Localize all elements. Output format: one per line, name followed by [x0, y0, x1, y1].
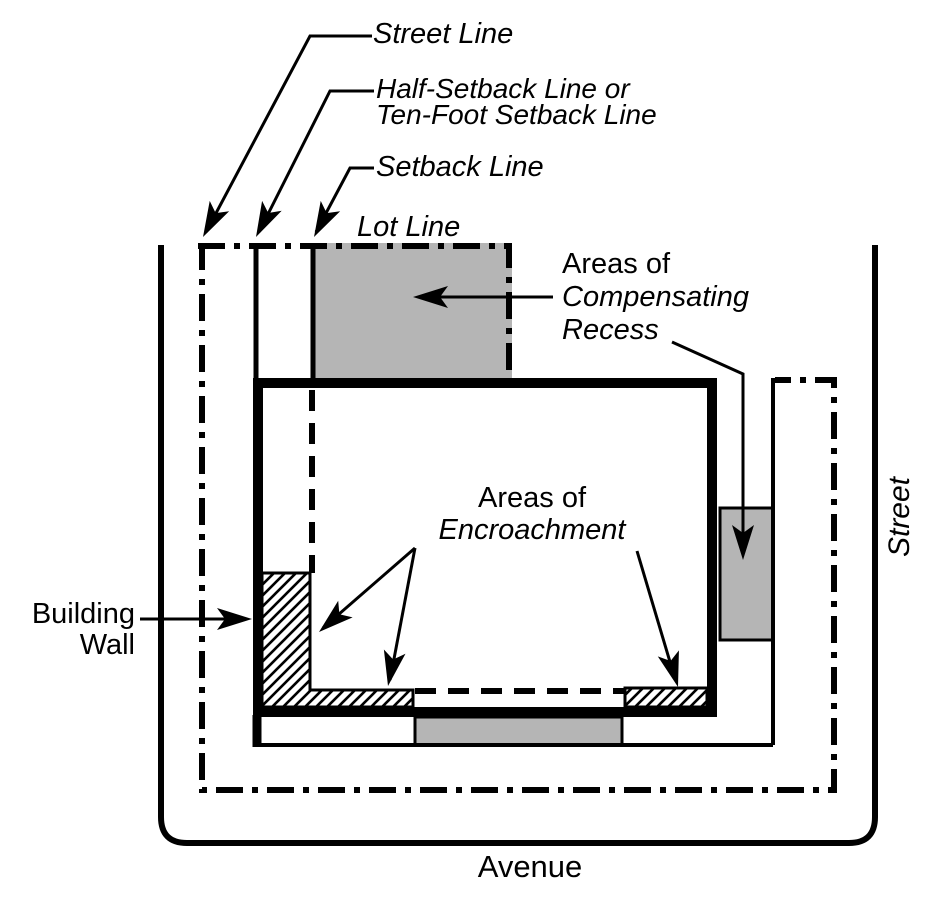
half-setback-line-label: Half-Setback Line or Ten-Foot Setback Li… — [376, 73, 657, 130]
encroachment-label: Areas of Encroachment — [418, 482, 646, 546]
arrowhead-setback-icon — [314, 200, 341, 237]
building-wall-outline — [253, 378, 717, 717]
street-label-right: Street — [883, 476, 916, 558]
street-line — [199, 243, 837, 793]
leader-encroachment-3 — [635, 550, 675, 673]
compensating-recess-label: Areas of Compensating Recess — [562, 248, 749, 347]
encroachment-label-line2: Encroachment — [438, 514, 626, 546]
compensating-recess-area-bottom — [413, 715, 624, 747]
leader-half-setback-line — [257, 89, 374, 233]
compensating-recess-label-line1: Areas of — [562, 248, 670, 280]
leader-street-line — [204, 34, 372, 233]
leader-encroachment-2 — [388, 547, 417, 681]
compensating-recess-label-line2: Compensating — [562, 281, 749, 313]
half-setback-line-label-line1: Half-Setback Line or — [376, 73, 630, 104]
setback-line-label: Setback Line — [376, 151, 544, 183]
arrowhead-encroachment-2-icon — [383, 649, 406, 686]
compensating-recess-area-top — [313, 243, 512, 378]
arrowhead-half-setback-icon — [256, 200, 282, 237]
encroachment-area-left — [260, 571, 415, 709]
half-setback-line-label-line2: Ten-Foot Setback Line — [376, 99, 657, 130]
curb-line — [158, 245, 878, 846]
building-wall-label: Building Wall — [8, 599, 135, 661]
leader-setback-line — [314, 166, 374, 233]
arrowhead-building-wall-icon — [217, 608, 252, 630]
building-wall-label-line2: Wall — [79, 629, 135, 661]
encroachment-area-right — [623, 686, 709, 709]
arrowhead-street-line-icon — [203, 200, 230, 237]
encroachment-label-line1: Areas of — [478, 482, 586, 514]
compensating-recess-area-right — [718, 506, 775, 642]
lot-line — [198, 243, 512, 378]
compensating-recess-label-line3: Recess — [562, 314, 659, 346]
arrowhead-recess-right-icon — [732, 525, 754, 560]
leader-recess-right — [671, 340, 745, 552]
street-line-label: Street Line — [373, 18, 514, 50]
building-wall-label-line1: Building — [31, 598, 135, 630]
avenue-label: Avenue — [477, 849, 583, 884]
arrowhead-encroachment-3-icon — [657, 650, 679, 687]
arrowhead-encroachment-1-icon — [319, 600, 353, 632]
lot-line-label: Lot Line — [357, 211, 461, 243]
arrowhead-recess-top-icon — [413, 286, 448, 308]
